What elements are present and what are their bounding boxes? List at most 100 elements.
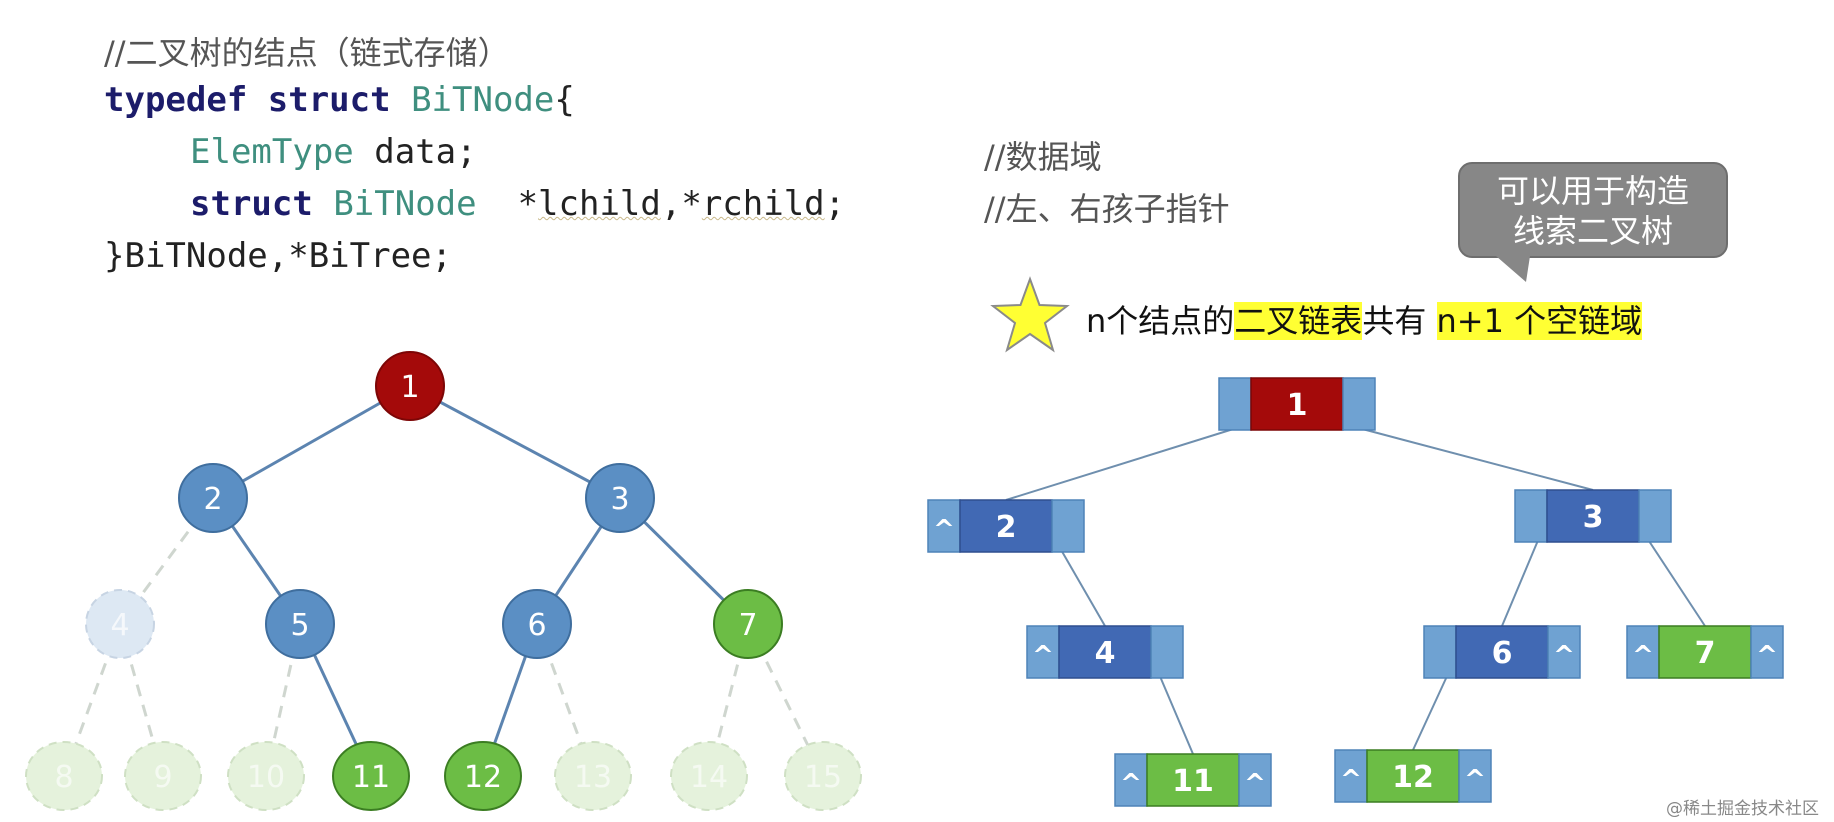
code-keyword: typedef struct [104,80,391,120]
tree-node-10: 10 [227,741,305,811]
tree-node-8: 8 [25,741,103,811]
list-node-12: 12 ^ ^ [1334,749,1492,803]
rchild-cell [1342,377,1376,431]
data-cell [959,499,1053,553]
tree-node-4: 4 [85,589,155,659]
code-star: * [517,184,539,224]
list-node-label: 7 [1695,636,1716,671]
rchild-cell [1458,749,1492,803]
tree-node-label: 8 [54,760,73,795]
list-node-label: 1 [1287,388,1308,423]
list-node-label: 4 [1095,636,1116,671]
code-comment: //二叉树的结点（链式存储） [104,34,510,72]
code-line-typedef: typedef struct BiTNode{ [104,80,575,120]
list-node-label: 6 [1492,636,1513,671]
rchild-cell [1638,489,1672,543]
tree-node-2: 2 [178,463,248,533]
code-sep: ,* [660,184,702,224]
tree-node-label: 2 [203,482,222,517]
tree-node-14: 14 [670,741,748,811]
list-edge-6-12 [1412,673,1449,751]
tree-node-9: 9 [124,741,202,811]
callout-bubble: 可以用于构造 线索二叉树 [1458,162,1728,258]
list-node-label: 3 [1583,500,1604,535]
linked-list-nodes: 12^34^6^7^^11^^12^^ [927,377,1784,807]
tree-node-label: 1 [400,370,419,405]
note-part-1: n个结点的 [1086,302,1235,340]
code-field-rchild: rchild [701,184,825,224]
tree-node-label: 3 [610,482,629,517]
code-type: ElemType [190,132,354,172]
list-node-3: 3 [1514,489,1672,543]
tree-node-label: 15 [804,760,842,795]
null-pointer-right: ^ [1244,769,1266,799]
code-comment-children: //左、右孩子指针 [984,190,1230,228]
list-node-4: 4^ [1026,625,1184,679]
null-pointer-left: ^ [1340,765,1362,795]
list-node-7: 7^^ [1626,625,1784,679]
tree-node-label: 11 [352,760,390,795]
list-node-label: 12 [1392,760,1434,795]
tree-node-label: 13 [574,760,612,795]
data-cell [1250,377,1344,431]
list-edge-3-7 [1646,537,1706,627]
list-node-6: 6^ [1423,625,1581,679]
rchild-cell [1051,499,1085,553]
lchild-cell [1334,749,1368,803]
callout-line-2: 线索二叉树 [1512,212,1673,250]
rchild-cell [1238,753,1272,807]
list-node-label: 2 [996,510,1017,545]
tree-node-5: 5 [265,589,335,659]
lchild-cell [927,499,961,553]
rchild-cell [1547,625,1581,679]
tree-node-label: 9 [153,760,172,795]
note-highlight-2: n+1 个空链域 [1436,302,1643,340]
watermark: @稀土掘金技术社区 [1666,799,1819,819]
code-line-children: struct BiTNode *lchild,*rchild; [190,184,845,224]
list-node-1: 1 [1218,377,1376,431]
tree-edges [62,384,825,777]
code-field: data; [374,132,477,172]
tree-node-label: 12 [464,760,502,795]
tree-node-6: 6 [502,589,572,659]
list-node-label: 11 [1172,764,1214,799]
tree-node-3: 3 [585,463,655,533]
star-icon [990,276,1070,353]
tree-node-label: 4 [110,608,129,643]
code-keyword: struct [190,184,313,224]
lchild-cell [1114,753,1148,807]
note-highlight-1: 二叉链表 [1234,302,1363,340]
tree-node-label: 6 [527,608,546,643]
tree-node-label: 7 [738,608,757,643]
tree-node-label: 5 [290,608,309,643]
rchild-cell [1150,625,1184,679]
data-cell [1058,625,1152,679]
list-edge-4-11 [1158,673,1194,755]
tree-edge-1-2 [212,384,411,500]
null-pointer-right: ^ [1553,641,1575,671]
lchild-cell [1514,489,1548,543]
tree-node-1: 1 [375,351,445,421]
list-edge-1-2 [1005,425,1244,501]
callout-tail [1496,256,1530,282]
tree-node-label: 14 [690,760,728,795]
lchild-cell [1423,625,1457,679]
data-cell [1146,753,1240,807]
code-line-end: }BiTNode,*BiTree; [104,236,452,276]
note-text: n个结点的二叉链表共有 n+1 个空链域 [1086,296,1643,342]
code-type: BiTNode [411,80,555,120]
tree-node-7: 7 [713,589,783,659]
null-pointer-left: ^ [1032,641,1054,671]
list-node-2: 2^ [927,499,1085,553]
lchild-cell [1626,625,1660,679]
null-pointer-right: ^ [1464,765,1486,795]
tree-node-15: 15 [784,741,862,811]
tree-node-11: 11 [332,741,410,811]
tree-node-label: 10 [247,760,285,795]
callout-line-1: 可以用于构造 [1496,172,1689,210]
data-cell [1546,489,1640,543]
list-edge-1-3 [1350,425,1594,491]
code-type: BiTNode [333,184,477,224]
